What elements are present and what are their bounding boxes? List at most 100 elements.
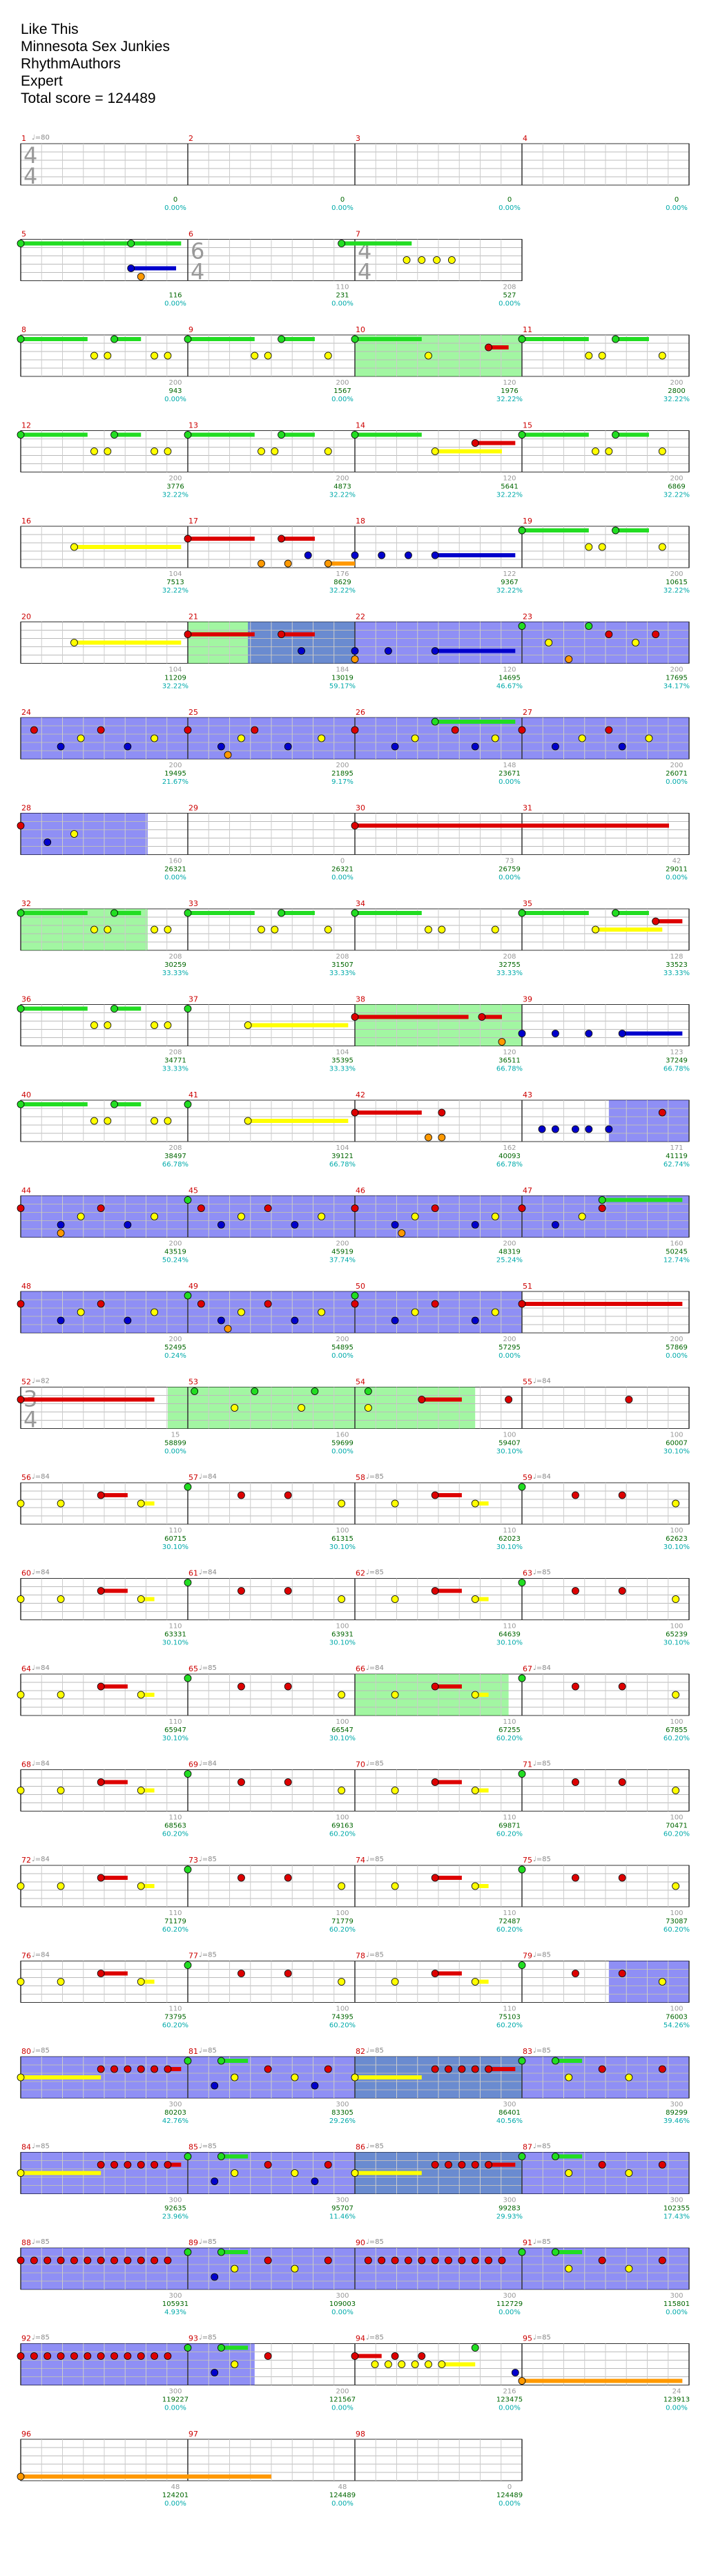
measure-percent: 30.10% <box>496 1544 523 1551</box>
red-note <box>43 2256 52 2265</box>
measure-number: 18 <box>356 517 365 526</box>
measure-score: 124489 <box>496 2492 523 2499</box>
measure-score: 71779 <box>331 1918 354 1925</box>
measure-percent: 32.22% <box>496 396 523 403</box>
red-note <box>17 1204 25 1212</box>
measure-percent: 60.20% <box>496 2022 523 2030</box>
measure-percent: 60.20% <box>496 1831 523 1838</box>
measure-subscore: 300 <box>336 2101 349 2108</box>
yellow-sustain <box>141 1501 155 1506</box>
measure-number: 41 <box>188 1090 198 1099</box>
tempo-marker: ♩=84 <box>199 1569 217 1577</box>
orange-note <box>425 1133 432 1142</box>
measure-percent: 66.78% <box>162 1161 188 1169</box>
red-note <box>137 2256 145 2265</box>
measure-score: 8629 <box>333 579 351 586</box>
measure-percent: 33.33% <box>162 970 188 977</box>
red-note <box>364 2256 372 2265</box>
yellow-sustain <box>21 2075 101 2079</box>
yellow-note <box>431 448 439 455</box>
green-note <box>17 431 25 439</box>
blue-note <box>431 647 439 655</box>
yellow-note <box>164 448 172 455</box>
measure-number: 16 <box>21 517 31 526</box>
measure-subscore: 184 <box>336 666 349 674</box>
green-sustain <box>281 911 315 915</box>
red-note <box>151 2161 159 2169</box>
red-note <box>97 1970 105 1977</box>
green-note <box>552 2057 559 2065</box>
measure-number: 38 <box>356 995 365 1004</box>
green-note <box>518 1579 526 1586</box>
tempo-marker: ♩=85 <box>366 2143 384 2151</box>
measure-percent: 0.00% <box>331 2309 354 2316</box>
measure-subscore: 73 <box>505 858 514 865</box>
measure-percent: 25.24% <box>496 1257 523 1265</box>
yellow-note <box>17 1787 25 1794</box>
song-title: Like This <box>21 21 79 37</box>
yellow-note <box>592 448 599 455</box>
red-note <box>485 2065 492 2073</box>
green-sustain <box>130 241 182 246</box>
measure-score: 80203 <box>164 2109 186 2117</box>
measure-number: 31 <box>523 804 532 813</box>
yellow-note <box>672 1499 680 1508</box>
chart-row: 80♩=853008020342.76%81♩=853008330529.26%… <box>17 2047 690 2125</box>
red-note <box>405 2256 412 2265</box>
yellow-note <box>625 2169 633 2177</box>
blue-note <box>124 1316 132 1325</box>
red-note <box>618 1682 626 1691</box>
blue-sustain <box>435 553 516 557</box>
orange-note <box>17 2472 25 2481</box>
measure-score: 115801 <box>664 2300 690 2308</box>
yellow-note <box>585 543 593 551</box>
yellow-note <box>251 352 259 360</box>
red-note <box>17 2352 25 2360</box>
measure-score: 2800 <box>668 387 685 395</box>
yellow-note <box>90 925 98 934</box>
red-note <box>284 1970 292 1977</box>
green-note <box>471 2344 479 2352</box>
measure-subscore: 110 <box>168 1910 182 1917</box>
measure-number: 14 <box>356 421 365 430</box>
measure-score: 72487 <box>498 1918 521 1925</box>
measure-subscore: 200 <box>168 1336 182 1343</box>
yellow-note <box>57 1499 65 1508</box>
measure-number: 65 <box>188 1664 198 1673</box>
green-note <box>431 718 439 726</box>
red-note <box>264 2256 272 2265</box>
red-note <box>197 1300 205 1308</box>
measure-number: 42 <box>356 1090 365 1099</box>
yellow-sustain <box>355 2075 422 2079</box>
green-note <box>17 240 25 247</box>
measure-percent: 0.00% <box>331 300 354 308</box>
measure-subscore: 122 <box>503 570 516 578</box>
tempo-marker: ♩=85 <box>533 2047 551 2055</box>
measure-percent: 0.00% <box>498 300 521 308</box>
yellow-note <box>90 352 98 360</box>
chart-row: 201041120932.22%211841301959.17%22120146… <box>20 613 690 691</box>
red-note <box>572 1682 579 1691</box>
tempo-marker: ♩=85 <box>366 1569 384 1577</box>
measure-percent: 60.20% <box>664 1831 690 1838</box>
measure-subscore: 120 <box>503 1049 516 1057</box>
measure-percent: 30.10% <box>162 1544 188 1551</box>
red-sustain <box>21 1397 155 1402</box>
red-note <box>97 1204 105 1212</box>
measure-subscore: 160 <box>168 858 182 865</box>
tempo-marker: ♩=85 <box>199 2047 217 2055</box>
green-sustain <box>21 337 88 341</box>
yellow-note <box>137 1499 145 1508</box>
yellow-note <box>338 1499 346 1508</box>
yellow-note <box>471 1691 479 1699</box>
measure-number: 94 <box>356 2334 365 2343</box>
yellow-note <box>324 925 332 934</box>
yellow-note <box>104 352 112 360</box>
measure-subscore: 200 <box>670 570 683 578</box>
red-note <box>284 1491 292 1499</box>
red-note <box>97 2161 105 2169</box>
yellow-note <box>364 1404 372 1412</box>
chart-row: 84♩=853009263523.96%85♩=853009570711.46%… <box>17 2143 690 2221</box>
measure-subscore: 300 <box>503 2197 516 2204</box>
measure-score: 32755 <box>498 961 521 969</box>
